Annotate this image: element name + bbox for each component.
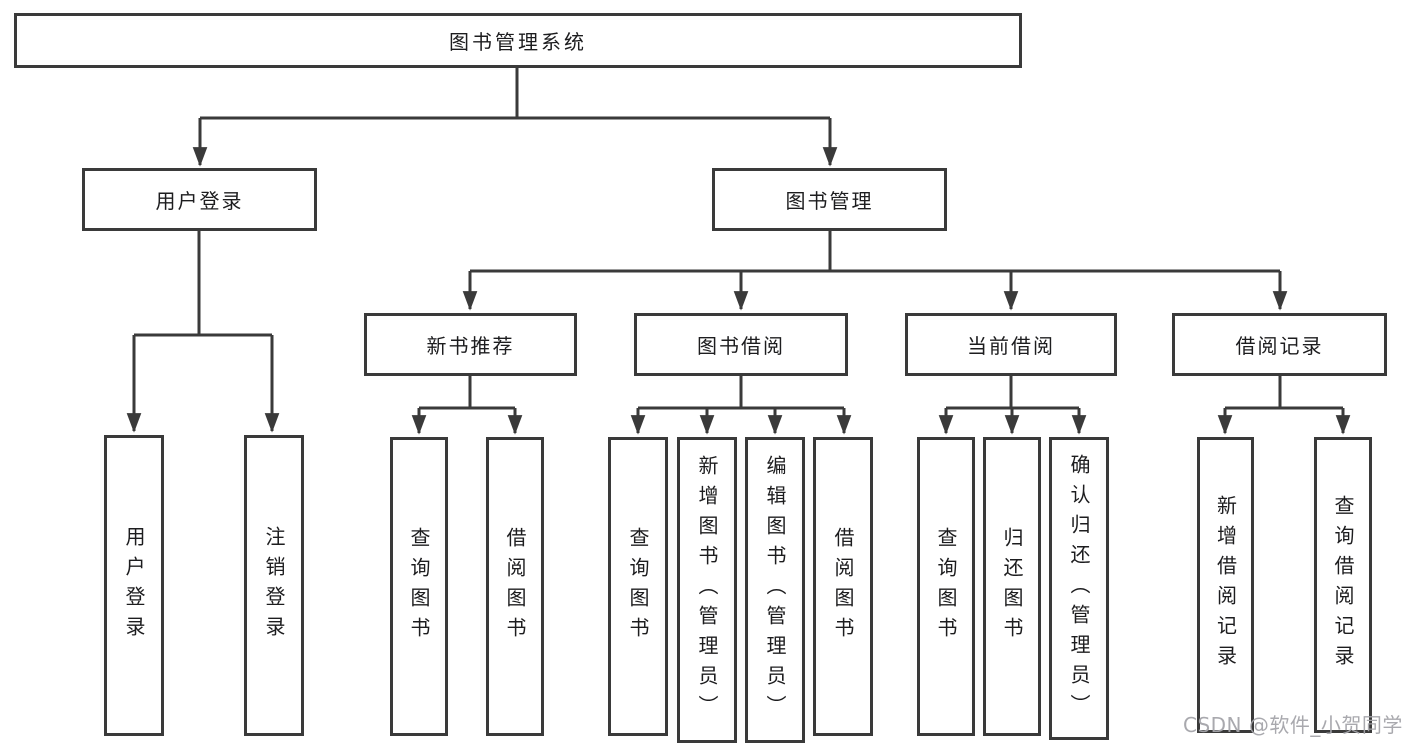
leaf-add-borrow-record: 新增借阅记录 <box>1197 437 1254 733</box>
node-label: 归还图书 <box>1000 526 1024 647</box>
node-label: 确认归还（管理员） <box>1067 453 1091 724</box>
leaf-query-books-borrow: 查询图书 <box>608 437 668 736</box>
node-label: 查询借阅记录 <box>1331 495 1355 675</box>
connector-borrow-records <box>1217 376 1351 435</box>
leaf-confirm-return-admin: 确认归还（管理员） <box>1049 437 1109 740</box>
leaf-return-books: 归还图书 <box>983 437 1041 736</box>
node-label: 新增图书（管理员） <box>695 455 719 725</box>
node-book-management: 图书管理 <box>712 168 947 231</box>
connector-new-book-recommend <box>411 376 523 435</box>
node-label: 用户登录 <box>155 189 244 213</box>
node-label: 编辑图书（管理员） <box>763 455 787 725</box>
node-label: 借阅图书 <box>503 526 527 647</box>
connector-book-management <box>462 231 1288 311</box>
node-user-login: 用户登录 <box>82 168 317 231</box>
node-label: 图书借阅 <box>697 334 785 358</box>
node-label: 借阅记录 <box>1235 334 1324 358</box>
leaf-query-books-current: 查询图书 <box>917 437 975 736</box>
connector-user-login <box>126 231 280 433</box>
node-label: 图书管理 <box>785 189 874 213</box>
node-borrow-records: 借阅记录 <box>1172 313 1387 376</box>
node-label: 新书推荐 <box>426 334 515 358</box>
node-label: 查询图书 <box>934 526 958 647</box>
node-new-book-recommend: 新书推荐 <box>364 313 577 376</box>
leaf-user-login: 用户登录 <box>104 435 164 736</box>
node-label: 用户登录 <box>122 525 146 646</box>
leaf-query-borrow-record: 查询借阅记录 <box>1314 437 1372 733</box>
node-book-borrow: 图书借阅 <box>634 313 848 376</box>
leaf-borrow-books: 借阅图书 <box>813 437 873 736</box>
leaf-edit-books-admin: 编辑图书（管理员） <box>745 437 805 743</box>
leaf-query-books-recommend: 查询图书 <box>390 437 448 736</box>
connector-root <box>192 67 838 167</box>
leaf-logout: 注销登录 <box>244 435 304 736</box>
node-label: 当前借阅 <box>967 334 1055 358</box>
csdn-watermark: CSDN @软件_小贺同学 <box>1183 713 1403 737</box>
node-library-management-system: 图书管理系统 <box>14 13 1022 68</box>
node-label: 查询图书 <box>407 526 431 647</box>
node-label: 图书管理系统 <box>449 30 587 54</box>
connector-current-borrow <box>938 376 1087 435</box>
leaf-borrow-books-recommend: 借阅图书 <box>486 437 544 736</box>
node-label: 查询图书 <box>626 526 650 647</box>
node-label: 借阅图书 <box>831 526 855 647</box>
node-label: 注销登录 <box>262 525 286 646</box>
node-label: 新增借阅记录 <box>1213 495 1238 675</box>
leaf-add-books-admin: 新增图书（管理员） <box>677 437 737 743</box>
connector-book-borrow <box>630 376 852 435</box>
node-current-borrow: 当前借阅 <box>905 313 1117 376</box>
